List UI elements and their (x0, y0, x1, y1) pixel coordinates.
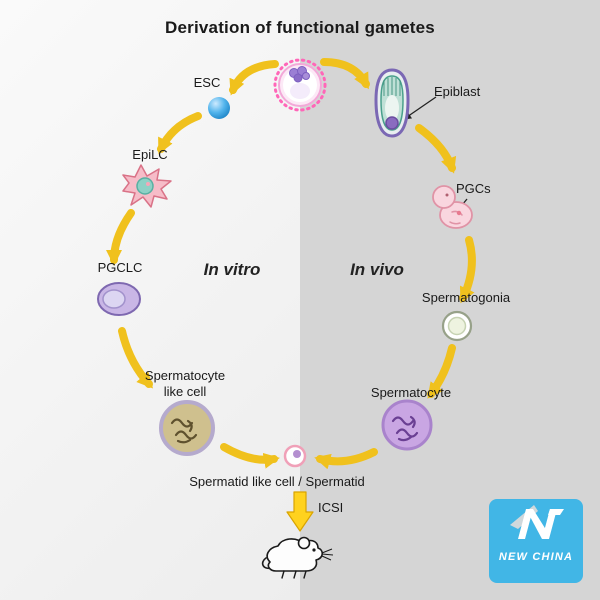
pgclc-cell-icon (96, 280, 142, 318)
spermatid-label: Spermatid like cell / Spermatid (189, 474, 365, 489)
background-in-vitro (0, 0, 300, 600)
new-china-logo-icon (510, 505, 564, 539)
epiblast-icon (370, 66, 414, 140)
spermatocyte-label: Spermatocyte (370, 385, 452, 400)
esc-cell-icon (207, 96, 231, 120)
pgc-embryo-icon (426, 182, 478, 234)
spermatid-cell-icon (283, 444, 307, 468)
icsi-arrow-icon (286, 491, 314, 532)
spermatocyte-like-label-1: Spermatocyte (144, 368, 226, 383)
blastocyst-icon (272, 57, 328, 113)
pgcs-label: PGCs (456, 181, 491, 196)
epiblast-label: Epiblast (434, 84, 481, 99)
in-vitro-label: In vitro (203, 260, 261, 279)
esc-label: ESC (193, 75, 221, 90)
epilc-label: EpiLC (132, 147, 168, 162)
spermatogonia-cell-icon (441, 310, 473, 342)
spermatocyte-cell-icon (381, 399, 433, 451)
new-china-logo-text: NEW CHINA (498, 551, 574, 563)
spermatogonia-label: Spermatogonia (421, 290, 511, 305)
mouse-icon (258, 530, 334, 582)
in-vivo-label: In vivo (350, 260, 404, 279)
spermatocyte-like-cell-icon (158, 399, 216, 457)
pgclc-label: PGCLC (97, 260, 143, 275)
new-china-logo: NEW CHINA (489, 499, 583, 583)
icsi-label: ICSI (318, 500, 344, 515)
spermatocyte-like-label-2: like cell (163, 384, 207, 399)
page-title: Derivation of functional gametes (165, 18, 435, 37)
epilc-cell-icon (121, 163, 173, 209)
